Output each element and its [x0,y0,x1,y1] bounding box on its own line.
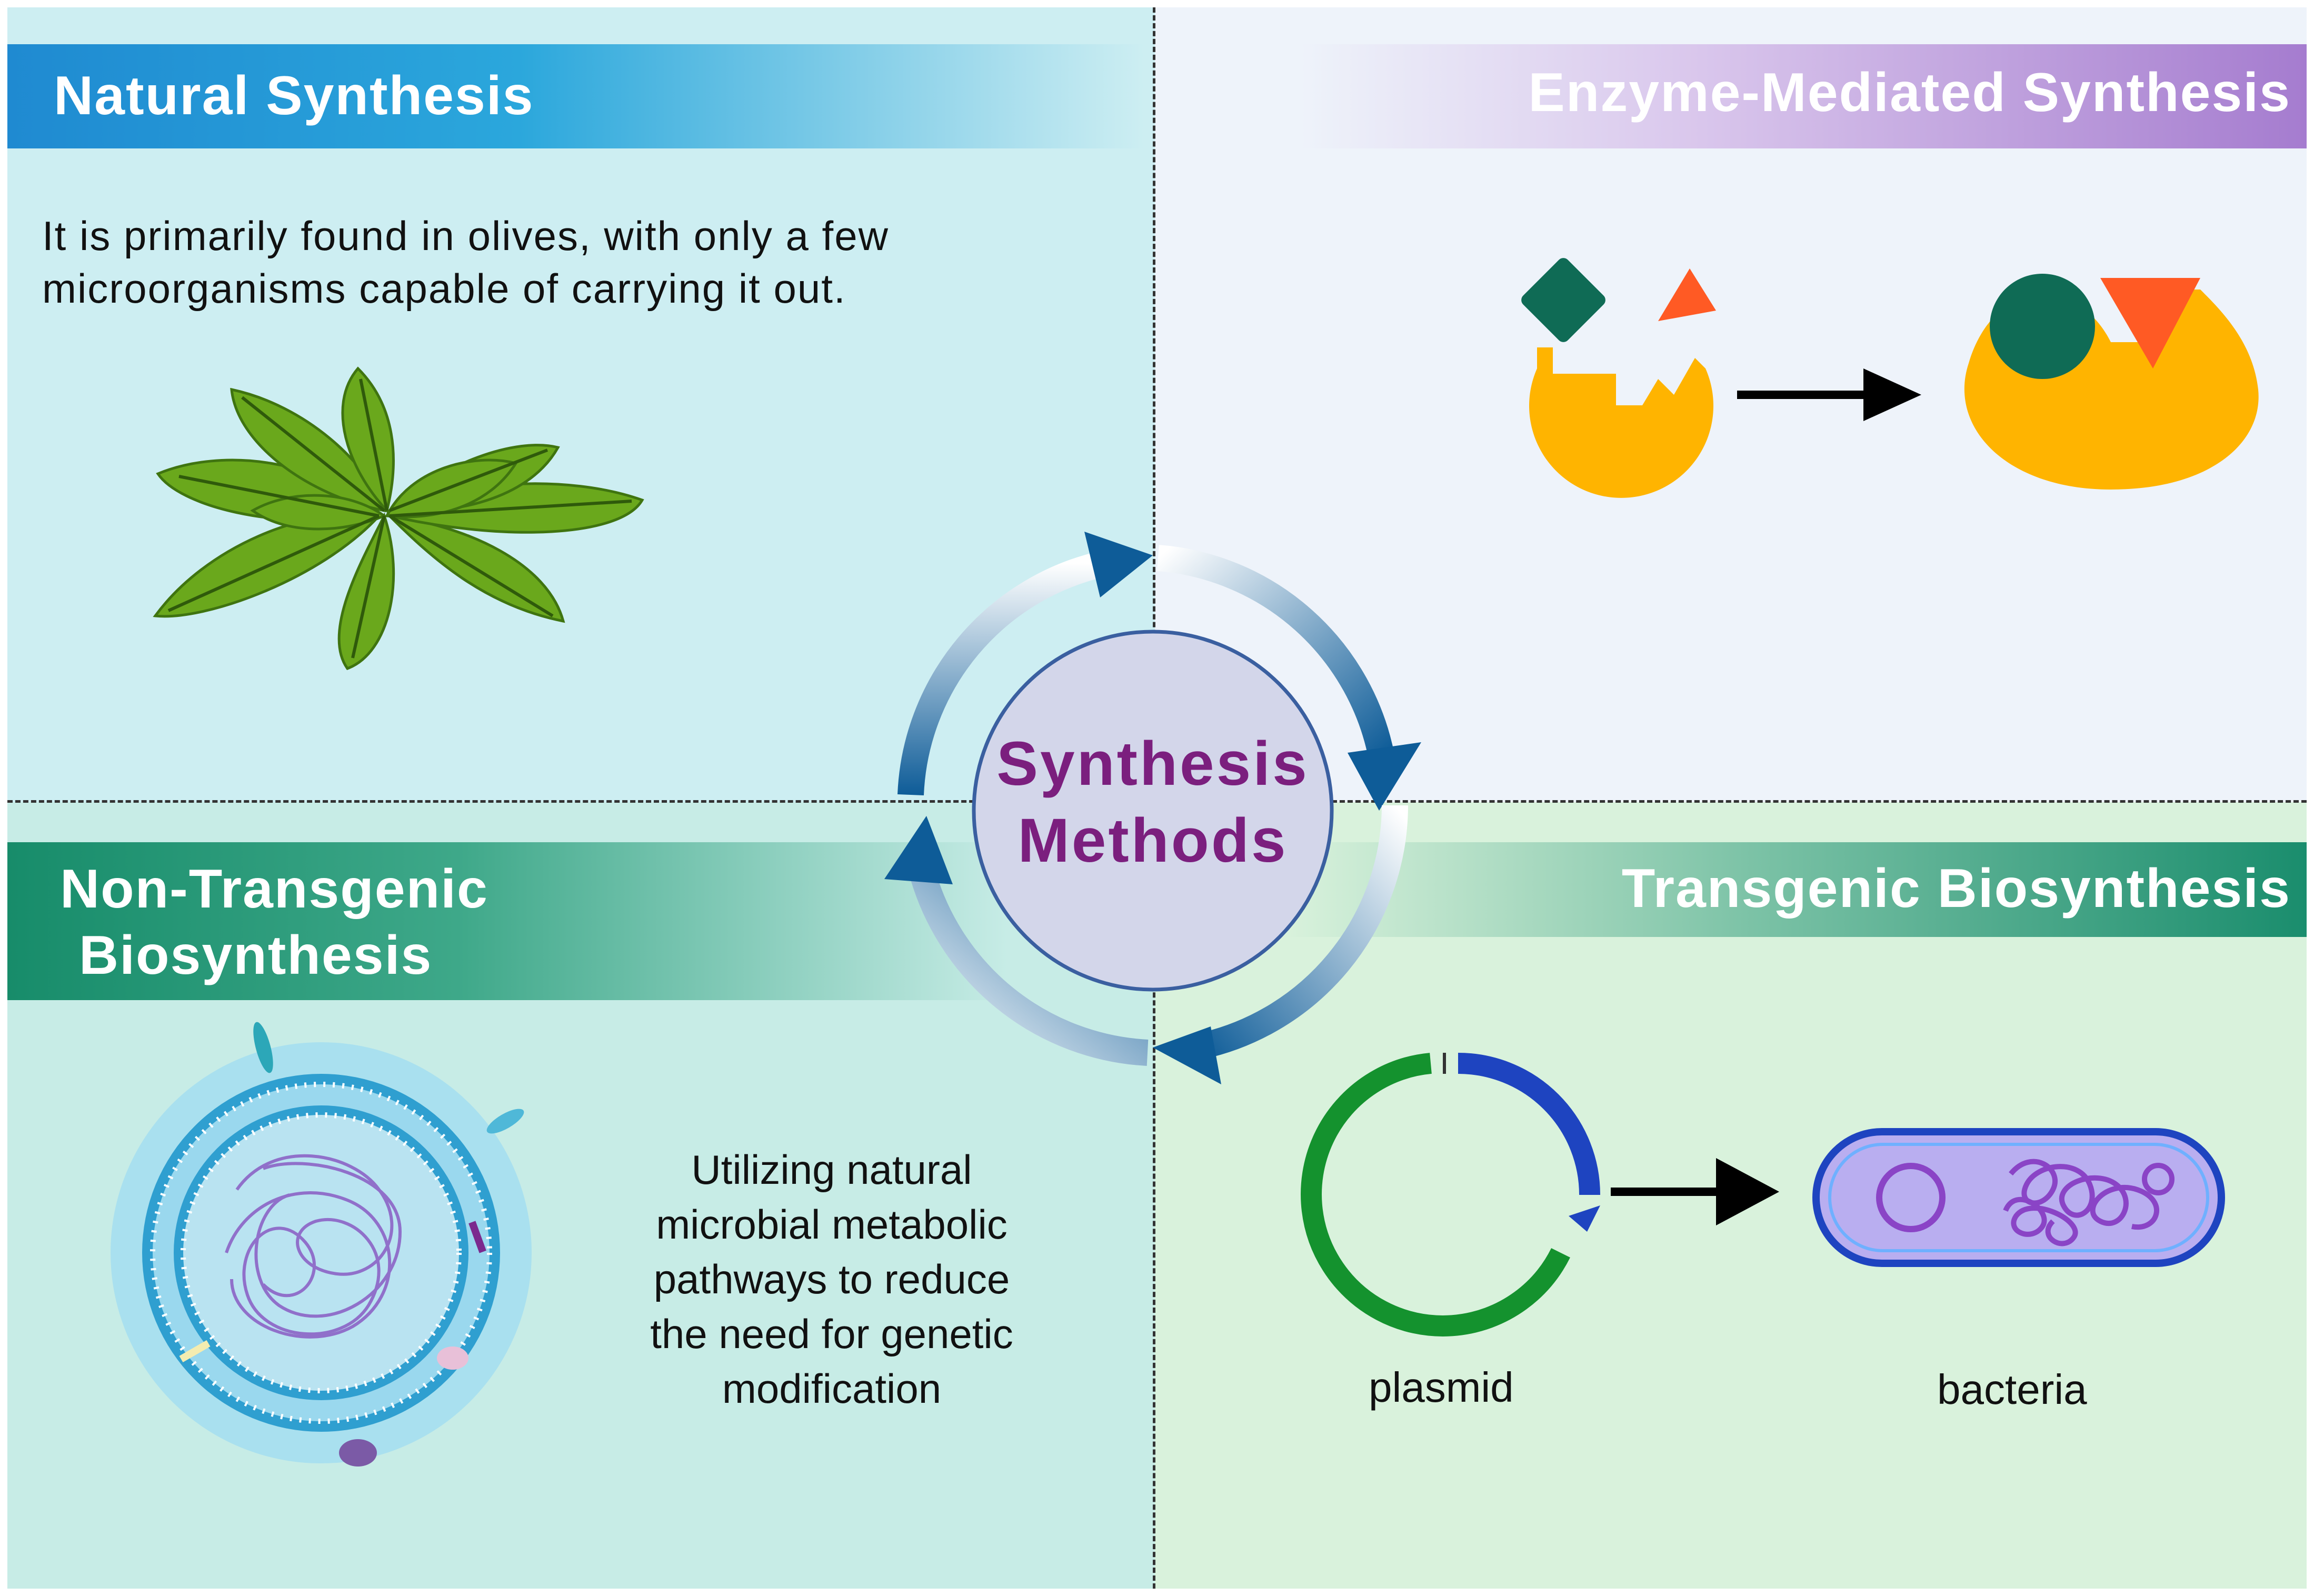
non-transgenic-description: Utilizing natural microbial metabolic pa… [590,1142,1074,1416]
bacteria-label: bacteria [1937,1366,2087,1413]
center-title: Synthesis Methods [969,725,1337,879]
center-title-line1: Synthesis [996,729,1309,799]
transgenic-title: Transgenic Biosynthesis [1621,858,2291,919]
natural-synthesis-title: Natural Synthesis [54,65,534,126]
enzyme-arrow-icon [1737,368,1921,421]
bacteria-icon [1812,1128,2225,1267]
natural-synthesis-description: It is primarily found in olives, with on… [42,210,1053,315]
transgenic-banner: Transgenic Biosynthesis [1284,842,2307,937]
plasmid-label: plasmid [1369,1364,1514,1411]
enzyme-substrate-illustration [1521,258,2259,498]
synthesis-cycle-diagram [884,532,1421,1084]
cycle-arrow-bottom-left [884,816,1149,1066]
cycle-arrow-bottom-right [1153,805,1408,1084]
enzyme-left-icon [1521,258,1716,498]
non-transgenic-title-line2: Biosynthesis [79,925,433,986]
enzyme-complex-icon [1964,274,2259,490]
plasmid-icon [1301,1053,1600,1336]
non-transgenic-banner: Non-Transgenic Biosynthesis [7,842,1008,1000]
enzyme-mediated-title: Enzyme-Mediated Synthesis [1528,62,2291,123]
natural-synthesis-description-line1: It is primarily found in olives, with on… [42,213,889,259]
non-transgenic-description-line: the need for genetic [650,1311,1013,1357]
plasmid-to-bacteria-illustration [1301,1053,2225,1336]
non-transgenic-description-line: microbial metabolic [656,1201,1008,1248]
cycle-arrow-top-right [1157,545,1421,811]
natural-synthesis-banner: Natural Synthesis [7,44,1144,148]
non-transgenic-description-line: pathways to reduce [653,1256,1010,1302]
non-transgenic-description-line: Utilizing natural [691,1146,972,1193]
non-transgenic-title-line1: Non-Transgenic [60,859,488,920]
microbial-cell-illustration [111,1022,532,1467]
cycle-arrow-top-left [897,532,1153,796]
enzyme-mediated-banner: Enzyme-Mediated Synthesis [1300,44,2307,148]
center-circle [972,630,1334,992]
transfer-arrow-icon [1611,1158,1779,1225]
plant-leaves-icon [153,366,644,671]
center-title-line2: Methods [1018,806,1288,875]
non-transgenic-description-line: modification [722,1365,942,1412]
natural-synthesis-description-line2: microorganisms capable of carrying it ou… [42,265,846,312]
